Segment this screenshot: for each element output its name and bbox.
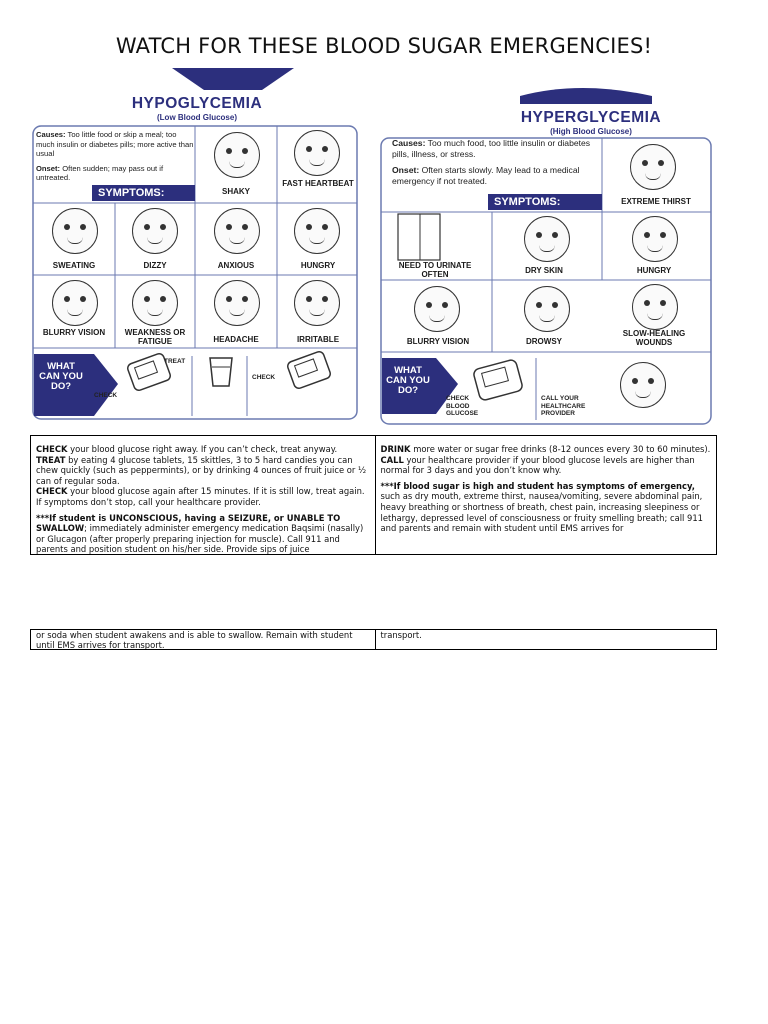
hypoglycemia-poster: HYPOGLYCEMIA (Low Blood Glucose) Causes:… <box>32 66 362 422</box>
hyper-emergency-label: ***If blood sugar is high and student ha… <box>380 480 695 491</box>
blurry-vision-figure-icon <box>52 280 98 326</box>
headache-figure-icon <box>214 280 260 326</box>
hyper-continued-text: transport. <box>380 630 422 640</box>
hyper-emergency-text: such as dry mouth, extreme thirst, nause… <box>380 491 704 534</box>
check-label: CHECK <box>36 444 68 454</box>
hyper-causes-text: Too much food, too little insulin or dia… <box>392 138 591 159</box>
hypo-continued-text: or soda when student awakens and is able… <box>36 630 353 649</box>
hypo-onset-label: Onset: <box>36 163 61 173</box>
hypo-symptoms-bar: SYMPTOMS: <box>92 185 195 201</box>
hypo-instructions: CHECK your blood glucose right away. If … <box>31 436 376 554</box>
hyper-onset-text: Often starts slowly. May lead to a medic… <box>392 165 580 186</box>
hyperglycemia-poster: HYPERGLYCEMIA (High Blood Glucose) Cause… <box>380 84 714 426</box>
shaky-figure-icon <box>214 132 260 178</box>
blurry-vision-figure-icon <box>414 286 460 332</box>
hypo-instructions-continued: or soda when student awakens and is able… <box>31 630 376 649</box>
symptom-label: DIZZY <box>143 261 167 270</box>
hypo-poster-frame <box>32 68 358 420</box>
phone-call-figure-icon <box>620 362 666 408</box>
hyper-causes: Causes: Too much food, too little insuli… <box>392 138 592 192</box>
hypo-what-can-you-do: WHAT CAN YOU DO? <box>39 361 83 392</box>
hypo-causes: Causes: Too little food or skip a meal; … <box>36 130 196 188</box>
slow-healing-wounds-figure-icon <box>632 284 678 330</box>
symptom-label: EXTREME THIRST <box>621 197 691 206</box>
check-again-label: CHECK <box>36 486 68 497</box>
hypo-onset-text: Often sudden; may pass out if untreated. <box>36 163 164 183</box>
hyper-banner: HYPERGLYCEMIA (High Blood Glucose) <box>476 110 706 136</box>
hyper-symptoms-bar: SYMPTOMS: <box>488 194 602 210</box>
treat-text: by eating 4 glucose tablets, 15 skittles… <box>36 454 367 486</box>
dry-skin-figure-icon <box>524 216 570 262</box>
instructions-table: CHECK your blood glucose right away. If … <box>30 435 717 555</box>
symptom-label: SLOW-HEALING WOUNDS <box>622 329 686 347</box>
drowsy-figure-icon <box>524 286 570 332</box>
action-label: CHECK BLOOD GLUCOSE <box>446 395 479 417</box>
symptom-label: BLURRY VISION <box>42 328 106 337</box>
hyper-what-can-you-do: WHAT CAN YOU DO? <box>386 365 430 396</box>
check-text: your blood glucose right away. If you ca… <box>67 444 338 454</box>
action-label: CHECK <box>252 374 276 381</box>
action-label: CHECK <box>94 392 118 399</box>
symptom-label: IRRITABLE <box>296 335 340 344</box>
hypo-emergency-label: ***If student is UNCONSCIOUS, having a S… <box>36 512 341 534</box>
weakness-figure-icon <box>132 280 178 326</box>
hyper-onset-label: Onset: <box>392 165 420 175</box>
symptom-label: HUNGRY <box>636 266 672 275</box>
action-label: CALL YOUR HEALTHCARE PROVIDER <box>541 395 586 417</box>
symptom-label: SWEATING <box>52 261 96 270</box>
hypo-causes-text: Too little food or skip a meal; too much… <box>36 130 194 158</box>
extreme-thirst-figure-icon <box>630 144 676 190</box>
treat-label: TREAT <box>36 454 66 465</box>
symptom-label: FAST HEARTBEAT <box>282 179 354 188</box>
hyper-instructions: DRINK more water or sugar free drinks (8… <box>376 436 717 554</box>
hypo-title: HYPOGLYCEMIA <box>131 95 263 112</box>
drink-label: DRINK <box>380 444 411 454</box>
call-text: your healthcare provider if your blood g… <box>380 454 695 476</box>
fast-heartbeat-figure-icon <box>294 130 340 176</box>
hypo-emergency-text: ; immediately administer emergency medic… <box>36 523 364 554</box>
hyper-poster-frame <box>380 88 712 425</box>
hypo-subtitle: (Low Blood Glucose) <box>157 112 237 122</box>
symptom-label: DRY SKIN <box>525 266 563 275</box>
symptom-label: HUNGRY <box>300 261 336 270</box>
drink-text: more water or sugar free drinks (8-12 ou… <box>410 444 711 454</box>
symptom-label: NEED TO URINATE OFTEN <box>398 261 472 279</box>
check-again-text: your blood glucose again after 15 minute… <box>36 486 365 507</box>
symptom-label: ANXIOUS <box>217 261 255 270</box>
hungry-figure-icon <box>632 216 678 262</box>
hypo-causes-label: Causes: <box>36 130 66 139</box>
symptom-label: BLURRY VISION <box>406 337 470 346</box>
hyper-title: HYPERGLYCEMIA <box>520 109 662 126</box>
sweating-figure-icon <box>52 208 98 254</box>
hyper-instructions-continued: transport. <box>376 630 717 649</box>
hypo-banner: HYPOGLYCEMIA (Low Blood Glucose) <box>32 96 362 122</box>
symptom-label: DROWSY <box>526 337 562 346</box>
anxious-figure-icon <box>214 208 260 254</box>
hyper-subtitle: (High Blood Glucose) <box>550 126 632 136</box>
symptom-label: HEADACHE <box>213 335 259 344</box>
action-label: TREAT <box>164 358 186 365</box>
symptom-label: WEAKNESS OR FATIGUE <box>124 328 186 346</box>
dizzy-figure-icon <box>132 208 178 254</box>
irritable-figure-icon <box>294 280 340 326</box>
call-label: CALL <box>380 454 404 465</box>
hungry-figure-icon <box>294 208 340 254</box>
symptom-label: SHAKY <box>221 187 250 196</box>
hyper-causes-label: Causes: <box>392 138 426 148</box>
page-title: WATCH FOR THESE BLOOD SUGAR EMERGENCIES! <box>115 34 653 58</box>
instructions-table-continued: or soda when student awakens and is able… <box>30 629 717 650</box>
